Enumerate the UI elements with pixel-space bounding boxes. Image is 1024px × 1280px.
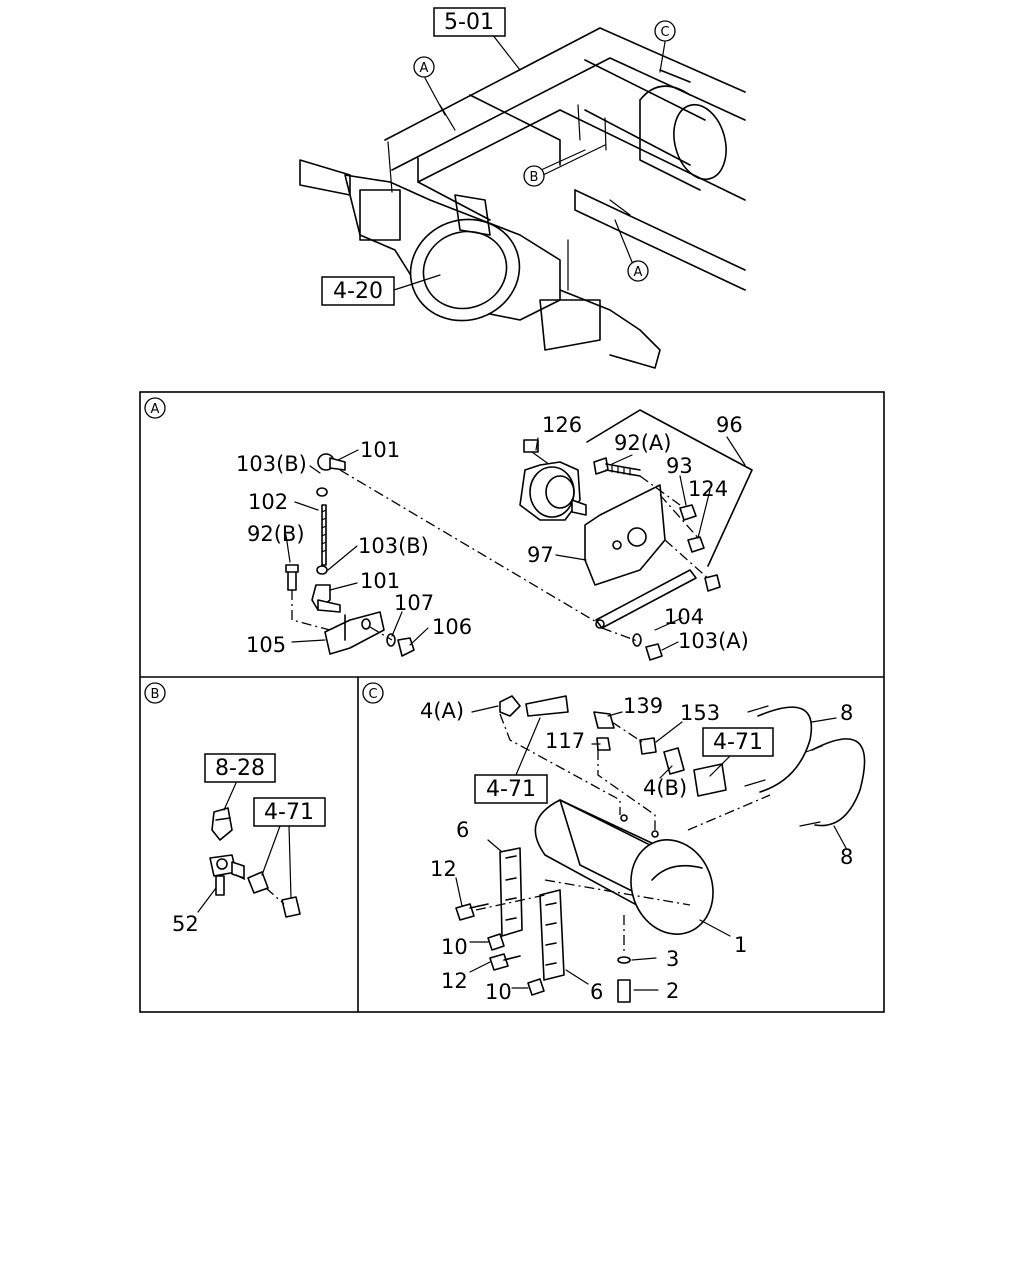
label-10-top: 10 xyxy=(441,935,468,959)
panel-c: C 4-71 4-71 xyxy=(362,682,866,1004)
label-52: 52 xyxy=(172,912,199,936)
label-8-top: 8 xyxy=(840,701,853,725)
panel-c-marker: C xyxy=(362,682,384,704)
svg-text:5-01: 5-01 xyxy=(444,10,494,35)
label-10-bottom: 10 xyxy=(485,980,512,1004)
label-104: 104 xyxy=(664,605,704,629)
label-126: 126 xyxy=(542,413,582,437)
ref-box-5-01: 5-01 xyxy=(433,7,506,37)
svg-text:4-71: 4-71 xyxy=(264,800,314,825)
label-106: 106 xyxy=(432,615,472,639)
tank-brackets xyxy=(455,847,631,1003)
callout-marker-a-top: A xyxy=(413,56,435,78)
svg-text:4-71: 4-71 xyxy=(486,777,536,802)
detail-panels-frame xyxy=(139,391,885,1013)
svg-text:B: B xyxy=(530,170,539,185)
air-tank xyxy=(534,799,714,935)
pressure-switch-assembly xyxy=(209,807,301,918)
ref-box-4-71-right: 4-71 xyxy=(702,727,774,757)
svg-text:C: C xyxy=(660,25,669,40)
label-105: 105 xyxy=(246,633,286,657)
label-153: 153 xyxy=(680,701,720,725)
label-124: 124 xyxy=(688,477,728,501)
svg-text:4-20: 4-20 xyxy=(333,279,383,304)
label-4a: 4(A) xyxy=(420,699,464,723)
label-8-bottom: 8 xyxy=(840,845,853,869)
svg-text:B: B xyxy=(151,687,160,702)
panel-b-leaders xyxy=(197,782,292,913)
label-117: 117 xyxy=(545,729,585,753)
panel-c-leaders xyxy=(455,705,847,991)
label-103b-bottom: 103(B) xyxy=(358,534,429,558)
label-2: 2 xyxy=(666,979,679,1003)
label-101-bottom: 101 xyxy=(360,569,400,593)
label-12-bottom: 12 xyxy=(441,969,468,993)
label-1: 1 xyxy=(734,933,747,957)
label-92a: 92(A) xyxy=(614,431,671,455)
label-101-top: 101 xyxy=(360,438,400,462)
callout-marker-c-top: C xyxy=(654,20,676,42)
ref-box-4-71-panel-b: 4-71 xyxy=(253,797,326,827)
svg-text:8-28: 8-28 xyxy=(215,756,265,781)
label-96: 96 xyxy=(716,413,743,437)
svg-text:A: A xyxy=(634,265,643,280)
svg-text:A: A xyxy=(420,61,429,76)
label-3: 3 xyxy=(666,947,679,971)
overview-drawing xyxy=(299,27,746,369)
panel-b-marker: B xyxy=(144,682,166,704)
ref-box-4-71-left: 4-71 xyxy=(474,774,548,804)
label-4b: 4(B) xyxy=(643,776,687,800)
label-12-top: 12 xyxy=(430,857,457,881)
label-97: 97 xyxy=(527,543,554,567)
label-102: 102 xyxy=(248,490,288,514)
label-92b: 92(B) xyxy=(247,522,305,546)
panel-a: A xyxy=(144,397,753,661)
label-139: 139 xyxy=(623,694,663,718)
panel-a-leaders xyxy=(285,436,746,651)
label-107: 107 xyxy=(394,591,434,615)
callout-marker-b-top: B xyxy=(523,165,545,187)
svg-text:4-71: 4-71 xyxy=(713,730,763,755)
leveling-valve-assembly xyxy=(519,409,753,661)
ref-box-4-20: 4-20 xyxy=(321,276,395,306)
panel-b: B 8-28 4-71 52 xyxy=(144,682,326,936)
label-93: 93 xyxy=(666,454,693,478)
label-6-bottom: 6 xyxy=(590,980,603,1004)
link-rod-assembly xyxy=(285,453,599,657)
label-103a: 103(A) xyxy=(678,629,749,653)
label-103b-top: 103(B) xyxy=(236,452,307,476)
label-6-top: 6 xyxy=(456,818,469,842)
panel-a-marker: A xyxy=(144,397,166,419)
svg-text:A: A xyxy=(151,402,160,417)
callout-marker-a-right: A xyxy=(627,260,649,282)
svg-text:C: C xyxy=(368,687,377,702)
ref-box-8-28: 8-28 xyxy=(204,753,276,783)
